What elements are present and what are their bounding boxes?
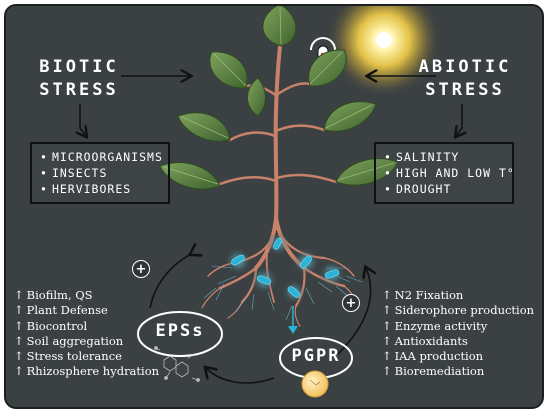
heading-line: STRESS [39, 80, 119, 100]
list-item: HERVIBORES [40, 181, 160, 197]
list-item: Antioxidants [382, 334, 534, 349]
molecule-icon [153, 346, 200, 382]
heading-line: STRESS [425, 80, 505, 100]
heading-line: BIOTIC [39, 57, 119, 77]
list-item: INSECTS [40, 165, 160, 181]
list-item: Plant Defense [14, 303, 159, 318]
list-item: Soil aggregation [14, 334, 159, 349]
list-item: Stress tolerance [14, 349, 159, 364]
list-item: Biocontrol [14, 319, 159, 334]
sun-icon [326, 6, 442, 98]
abiotic-down-arrow [456, 104, 462, 136]
pgpr-label: PGPR [291, 346, 341, 366]
pgpr-effects-list: N2 Fixation Siderophore production Enzym… [382, 288, 534, 380]
heading-line: ABIOTIC [418, 57, 512, 77]
plant-illustration [159, 6, 399, 334]
diagram-panel: BIOTIC STRESS ABIOTIC STRESS MICROORGANI… [4, 4, 544, 409]
diagram-graphics [6, 6, 544, 398]
list-item: Enzyme activity [382, 319, 534, 334]
plus-badge: + [342, 294, 360, 312]
list-item: DROUGHT [384, 181, 504, 197]
bacteria-icon [224, 232, 346, 304]
biotic-stress-heading: BIOTIC STRESS [24, 56, 134, 102]
list-item: HIGH AND LOW T° [384, 165, 514, 181]
eps-label: EPSs [155, 321, 205, 341]
list-item: N2 Fixation [382, 288, 534, 303]
list-item: SALINITY [384, 149, 504, 165]
cycle-arrow-pgpr-to-plant [337, 268, 371, 355]
list-item: Biofilm, QS [14, 288, 159, 303]
eps-effects-list: Biofilm, QS Plant Defense Biocontrol Soi… [14, 288, 159, 380]
list-item: Siderophore production [382, 303, 534, 318]
biotic-stress-box: MICROORGANISMS INSECTS HERVIBORES [30, 142, 170, 204]
list-item: MICROORGANISMS [40, 149, 162, 165]
abiotic-stress-box: SALINITY HIGH AND LOW T° DROUGHT [374, 142, 514, 204]
plus-badge: + [132, 260, 150, 278]
list-item: IAA production [382, 349, 534, 364]
cycle-arrow-pgpr-to-eps [206, 368, 275, 384]
list-item: Rhizosphere hydration [14, 364, 159, 379]
abiotic-stress-heading: ABIOTIC STRESS [410, 56, 520, 102]
list-item: Bioremediation [382, 364, 534, 379]
biotic-down-arrow [80, 104, 86, 136]
